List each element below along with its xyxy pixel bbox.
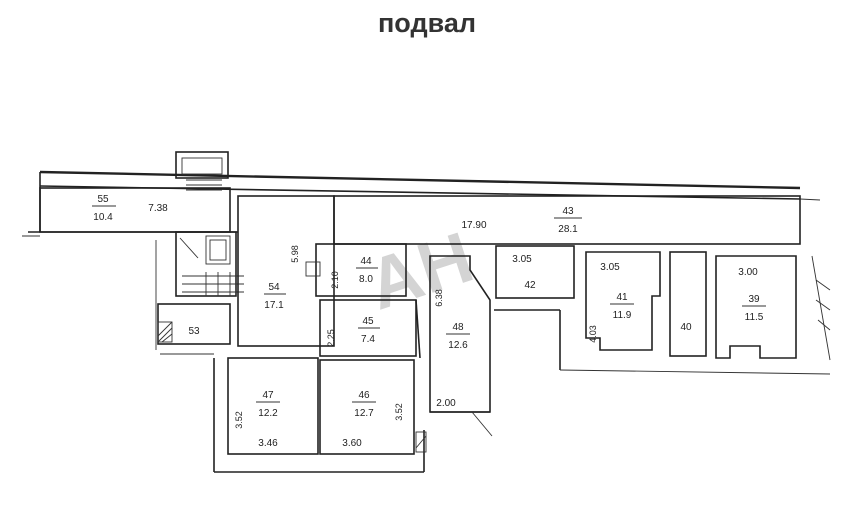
watermark: АН <box>359 217 483 325</box>
room-45 <box>319 299 417 357</box>
room-44-number: 44 <box>360 256 372 267</box>
room-55-area: 10.4 <box>93 212 113 223</box>
room-43-dim: 17.90 <box>461 220 486 231</box>
room-47 <box>227 357 319 455</box>
room-45-dim: 2.25 <box>326 329 336 347</box>
room-41 <box>585 251 661 351</box>
room-48-number: 48 <box>452 322 464 333</box>
room-47-area: 12.2 <box>258 408 278 419</box>
page-title: подвал <box>378 8 476 38</box>
room-42-number: 42 <box>524 280 536 291</box>
room-43 <box>333 195 801 245</box>
room-46-dim-v: 3.52 <box>394 403 404 421</box>
room-39-dim: 3.00 <box>738 267 758 278</box>
room-45-area: 7.4 <box>361 334 375 345</box>
room-41-dim-v: 4.03 <box>588 325 598 343</box>
room-53-number: 53 <box>188 326 200 337</box>
room-48-dim-v: 6.38 <box>434 289 444 307</box>
room-40 <box>669 251 707 357</box>
room-46-dim-h: 3.60 <box>342 438 362 449</box>
room-40-number: 40 <box>680 322 692 333</box>
building-outline <box>22 170 821 237</box>
room-46-number: 46 <box>358 390 370 401</box>
room-46-area: 12.7 <box>354 408 374 419</box>
room-53 <box>157 303 231 345</box>
room-54-area: 17.1 <box>264 300 284 311</box>
room-55-dim: 7.38 <box>148 203 168 214</box>
room-44-dim: 2.10 <box>330 271 340 289</box>
room-41-dim-h: 3.05 <box>600 262 620 273</box>
room-44-area: 8.0 <box>359 274 373 285</box>
room-43-area: 28.1 <box>558 224 578 235</box>
room-48-dim-h: 2.00 <box>436 398 456 409</box>
room-48-area: 12.6 <box>448 340 468 351</box>
room-45-number: 45 <box>362 316 374 327</box>
room-42 <box>495 245 575 299</box>
misc-walls <box>155 240 831 473</box>
room-46 <box>319 359 415 455</box>
room-47-dim-h: 3.46 <box>258 438 278 449</box>
room-43-number: 43 <box>562 206 574 217</box>
room-55-number: 55 <box>97 194 109 205</box>
room-54-number: 54 <box>268 282 280 293</box>
room-42-dim: 3.05 <box>512 254 532 265</box>
stairwell <box>175 231 244 297</box>
room-39-area: 11.5 <box>745 312 764 323</box>
room-47-dim-v: 3.52 <box>234 411 244 429</box>
room-41-number: 41 <box>616 292 628 303</box>
room-labels: 55 10.4 7.38 54 17.1 5.98 53 43 28.1 17.… <box>92 194 766 449</box>
room-54-dim: 5.98 <box>290 245 300 263</box>
room-44 <box>305 243 407 297</box>
room-47-number: 47 <box>262 390 274 401</box>
room-39-number: 39 <box>748 294 760 305</box>
entrance-stair <box>175 151 229 191</box>
room-39 <box>715 255 797 359</box>
room-41-area: 11.9 <box>613 310 632 321</box>
room-54 <box>237 195 335 347</box>
room-55 <box>39 187 231 233</box>
